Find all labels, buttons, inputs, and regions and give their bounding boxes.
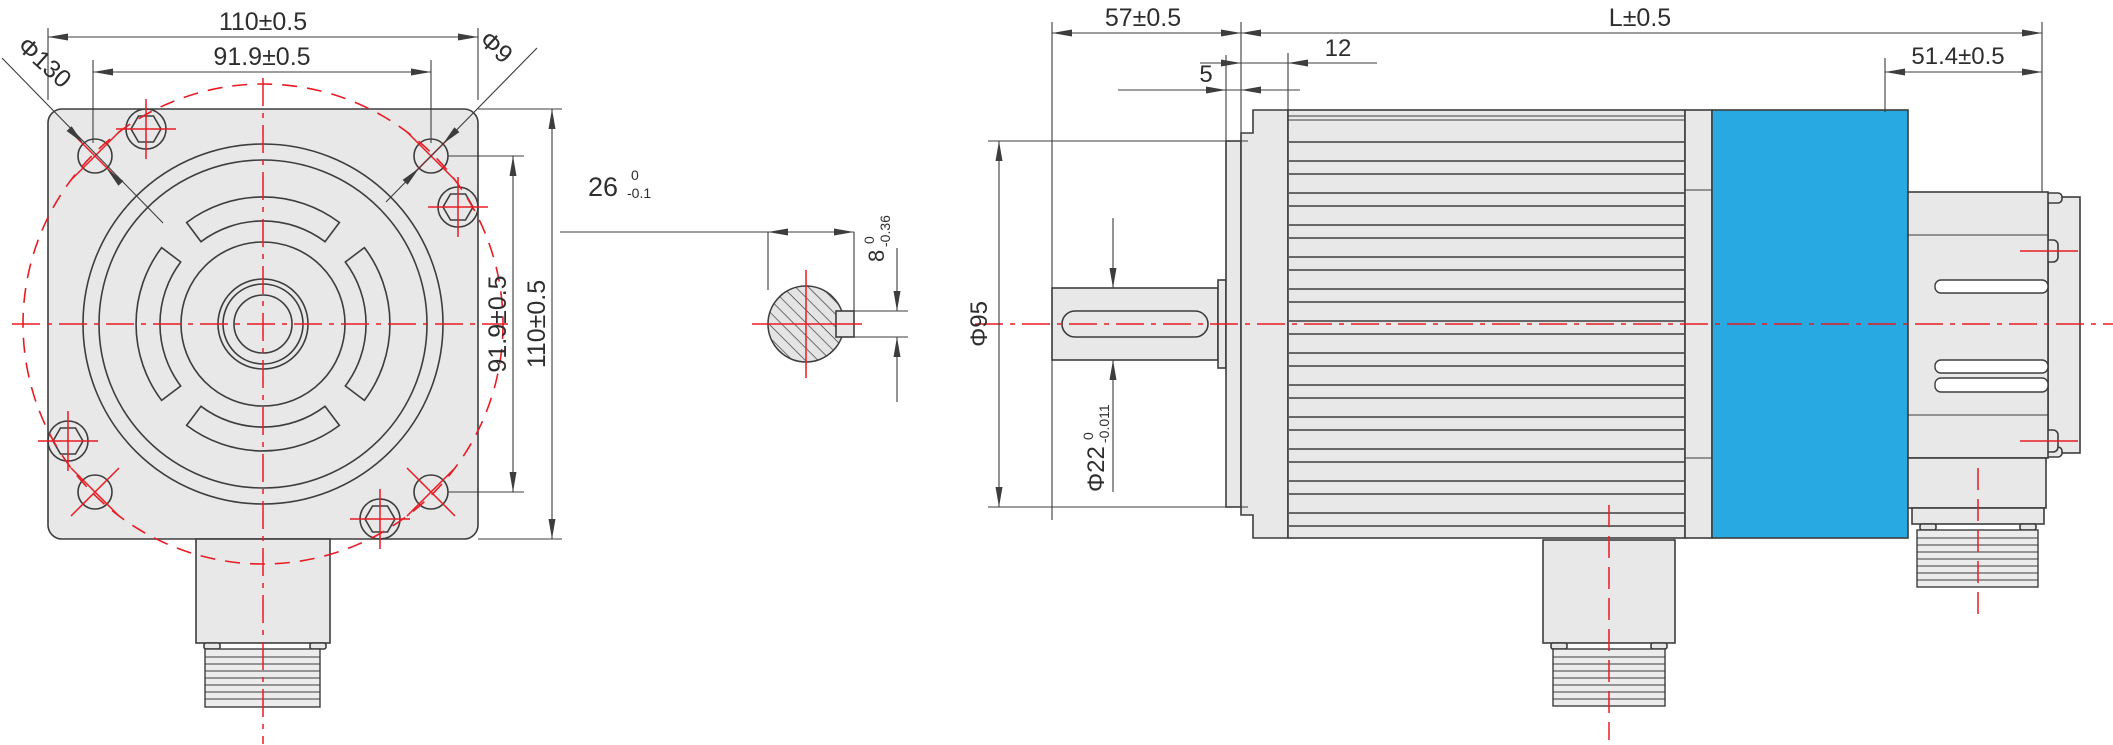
dim-key-tol-lower: -0.36 bbox=[877, 215, 893, 247]
dim-pilot-step: 5 bbox=[1199, 61, 1212, 88]
dim-shaft-extension: 57±0.5 bbox=[1105, 4, 1181, 32]
shaft-section-view: 26 0 -0.1 8 0 -0.36 bbox=[560, 167, 908, 402]
dim-front-width: 110±0.5 bbox=[219, 8, 307, 36]
encoder-rear-plate bbox=[2047, 196, 2081, 454]
cooling-fins bbox=[1289, 132, 1684, 534]
front-view: 110±0.5 91.9±0.5 110±0.5 91.9±0.5 Φ130 Φ… bbox=[1, 8, 562, 744]
cap-screw-top-left bbox=[116, 99, 176, 159]
cap-screws bbox=[38, 99, 488, 549]
dim-flange-thickness: 12 bbox=[1325, 35, 1352, 62]
dim-total-length: L±0.5 bbox=[1609, 4, 1671, 32]
cap-screw-top-right bbox=[428, 177, 488, 237]
shaft-dia-tol-lower: -0.011 bbox=[1096, 404, 1112, 443]
dim-front-hole-span-h: 91.9±0.5 bbox=[213, 43, 310, 71]
label-shaft-dia-group: Φ22 0 -0.011 bbox=[1080, 404, 1112, 492]
side-view-centerlines bbox=[975, 323, 2113, 740]
dim-shaft-flat: 26 bbox=[588, 172, 618, 202]
shaft-dia-tol-upper: 0 bbox=[1080, 432, 1096, 440]
dim-shaft-flat-tol-lower: -0.1 bbox=[627, 185, 651, 201]
encoder-housing bbox=[1907, 191, 2081, 509]
dim-rear-section: 51.4±0.5 bbox=[1911, 43, 2004, 70]
front-view-centerlines bbox=[12, 78, 508, 744]
dim-key-width-group: 8 0 -0.36 bbox=[861, 215, 893, 262]
side-view: 57±0.5 L±0.5 12 5 51.4±0.5 Φ95 Φ22 0 bbox=[966, 4, 2113, 740]
face-vent-slots bbox=[135, 196, 391, 452]
label-pilot-dia: Φ95 bbox=[966, 301, 993, 347]
section-centermark bbox=[752, 270, 862, 378]
motor-body bbox=[1287, 109, 1686, 539]
mounting-hole-top-left bbox=[77, 138, 113, 174]
section-dimensions: 26 0 -0.1 8 0 -0.36 bbox=[560, 167, 908, 402]
dim-key-tol-upper: 0 bbox=[861, 236, 877, 244]
dim-front-hole-span-v: 91.9±0.5 bbox=[484, 275, 512, 372]
dim-shaft-flat-tol-upper: 0 bbox=[631, 167, 639, 183]
mounting-hole-bottom-left bbox=[77, 474, 113, 510]
side-view-dimensions: 57±0.5 L±0.5 12 5 51.4±0.5 Φ95 Φ22 0 bbox=[966, 4, 2043, 520]
dim-key-width: 8 bbox=[864, 250, 889, 262]
label-shaft-dia: Φ22 bbox=[1083, 446, 1110, 492]
label-mount-hole-dia: Φ9 bbox=[474, 26, 518, 69]
dim-front-height: 110±0.5 bbox=[523, 280, 551, 368]
cap-screw-bottom-right bbox=[350, 489, 410, 549]
label-bolt-circle-dia: Φ130 bbox=[12, 32, 77, 94]
encoder-screw-centerlines bbox=[2020, 250, 2078, 442]
